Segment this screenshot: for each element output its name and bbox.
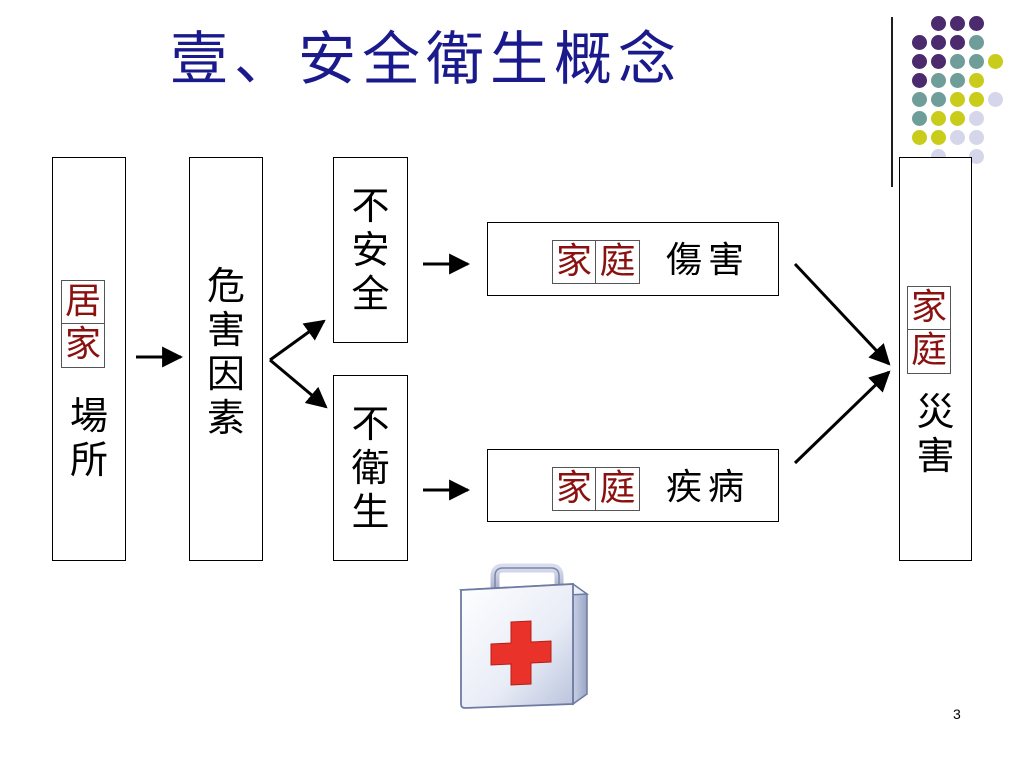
arrow-hazard-to-unhygienic — [269, 358, 328, 409]
decorative-dot — [931, 54, 946, 69]
tag-char: 庭 — [596, 467, 640, 511]
decorative-dot — [931, 16, 946, 31]
box-home-place: 居 家 場 所 — [52, 157, 126, 561]
decorative-dot — [912, 92, 927, 107]
decorative-dot — [969, 149, 984, 164]
box-text: 危 害 因 素 — [190, 264, 262, 440]
family-tag: 家 庭 — [552, 467, 640, 511]
decorative-dot — [912, 73, 927, 88]
box-home-disease: 家 庭 疾病 — [487, 449, 779, 522]
text-char: 安 — [351, 228, 390, 272]
decorative-dot — [931, 111, 946, 126]
text-char: 害 — [206, 308, 245, 352]
decorative-dot — [912, 54, 927, 69]
decorative-dot — [988, 92, 1003, 107]
box-text: 場 所 — [53, 394, 125, 482]
text-char: 所 — [69, 438, 108, 482]
tag-char: 庭 — [596, 240, 640, 284]
box-text: 不 安 全 — [334, 184, 407, 316]
box-unhygienic: 不 衛 生 — [333, 375, 408, 561]
decorative-dot — [969, 54, 984, 69]
decorative-dot — [931, 35, 946, 50]
family-tag: 家 庭 — [907, 286, 951, 374]
tag-char: 家 — [552, 467, 596, 511]
decorative-dot — [912, 35, 927, 50]
decorative-dot — [931, 92, 946, 107]
decorative-dot — [950, 73, 965, 88]
box-text: 傷害 — [666, 240, 751, 281]
decorative-dot — [988, 54, 1003, 69]
text-char: 不 — [351, 402, 390, 446]
box-text: 不 衛 生 — [334, 402, 407, 534]
arrow-disease-to-disaster — [793, 370, 891, 465]
decorative-dot — [950, 54, 965, 69]
tag-char: 家 — [552, 240, 596, 284]
text-char: 災 — [916, 390, 955, 434]
arrow-hazard-to-unsafe — [269, 319, 326, 362]
decorative-dot — [969, 35, 984, 50]
decorative-dot — [969, 73, 984, 88]
decorative-dot — [969, 130, 984, 145]
decorative-dot — [912, 111, 927, 126]
decorative-dot — [950, 130, 965, 145]
text-char: 因 — [206, 352, 245, 396]
text-char: 衛 — [351, 446, 390, 490]
decorative-dot — [931, 73, 946, 88]
tag-char: 庭 — [907, 330, 951, 374]
page-number: 3 — [953, 706, 961, 722]
box-hazard-factors: 危 害 因 素 — [189, 157, 263, 561]
text-char: 場 — [69, 394, 108, 438]
tag-char: 居 — [61, 280, 105, 324]
text-char: 素 — [206, 396, 245, 440]
text-char: 不 — [351, 184, 390, 228]
decorative-dot — [969, 16, 984, 31]
box-unsafe: 不 安 全 — [333, 157, 408, 343]
first-aid-kit-icon — [458, 563, 590, 709]
tag-char: 家 — [907, 286, 951, 330]
family-tag: 家 庭 — [552, 240, 640, 284]
box-home-disaster: 家 庭 災 害 — [899, 157, 972, 561]
arrow-injury-to-disaster — [793, 262, 891, 366]
box-text: 災 害 — [900, 390, 971, 478]
decorative-dot — [950, 35, 965, 50]
text-char: 全 — [351, 272, 390, 316]
decorative-divider — [891, 17, 893, 187]
decorative-dot — [969, 111, 984, 126]
text-char: 害 — [916, 434, 955, 478]
decorative-dot — [912, 130, 927, 145]
decorative-dot — [950, 92, 965, 107]
decorative-dot — [969, 92, 984, 107]
decorative-dot — [950, 111, 965, 126]
text-char: 危 — [206, 264, 245, 308]
home-tag: 居 家 — [61, 280, 105, 368]
tag-char: 家 — [61, 324, 105, 368]
decorative-dot — [950, 16, 965, 31]
text-char: 生 — [351, 490, 390, 534]
decorative-dot — [931, 130, 946, 145]
slide-title: 壹、安全衛生概念 — [170, 25, 683, 93]
box-home-injury: 家 庭 傷害 — [487, 222, 779, 296]
box-text: 疾病 — [666, 467, 751, 508]
